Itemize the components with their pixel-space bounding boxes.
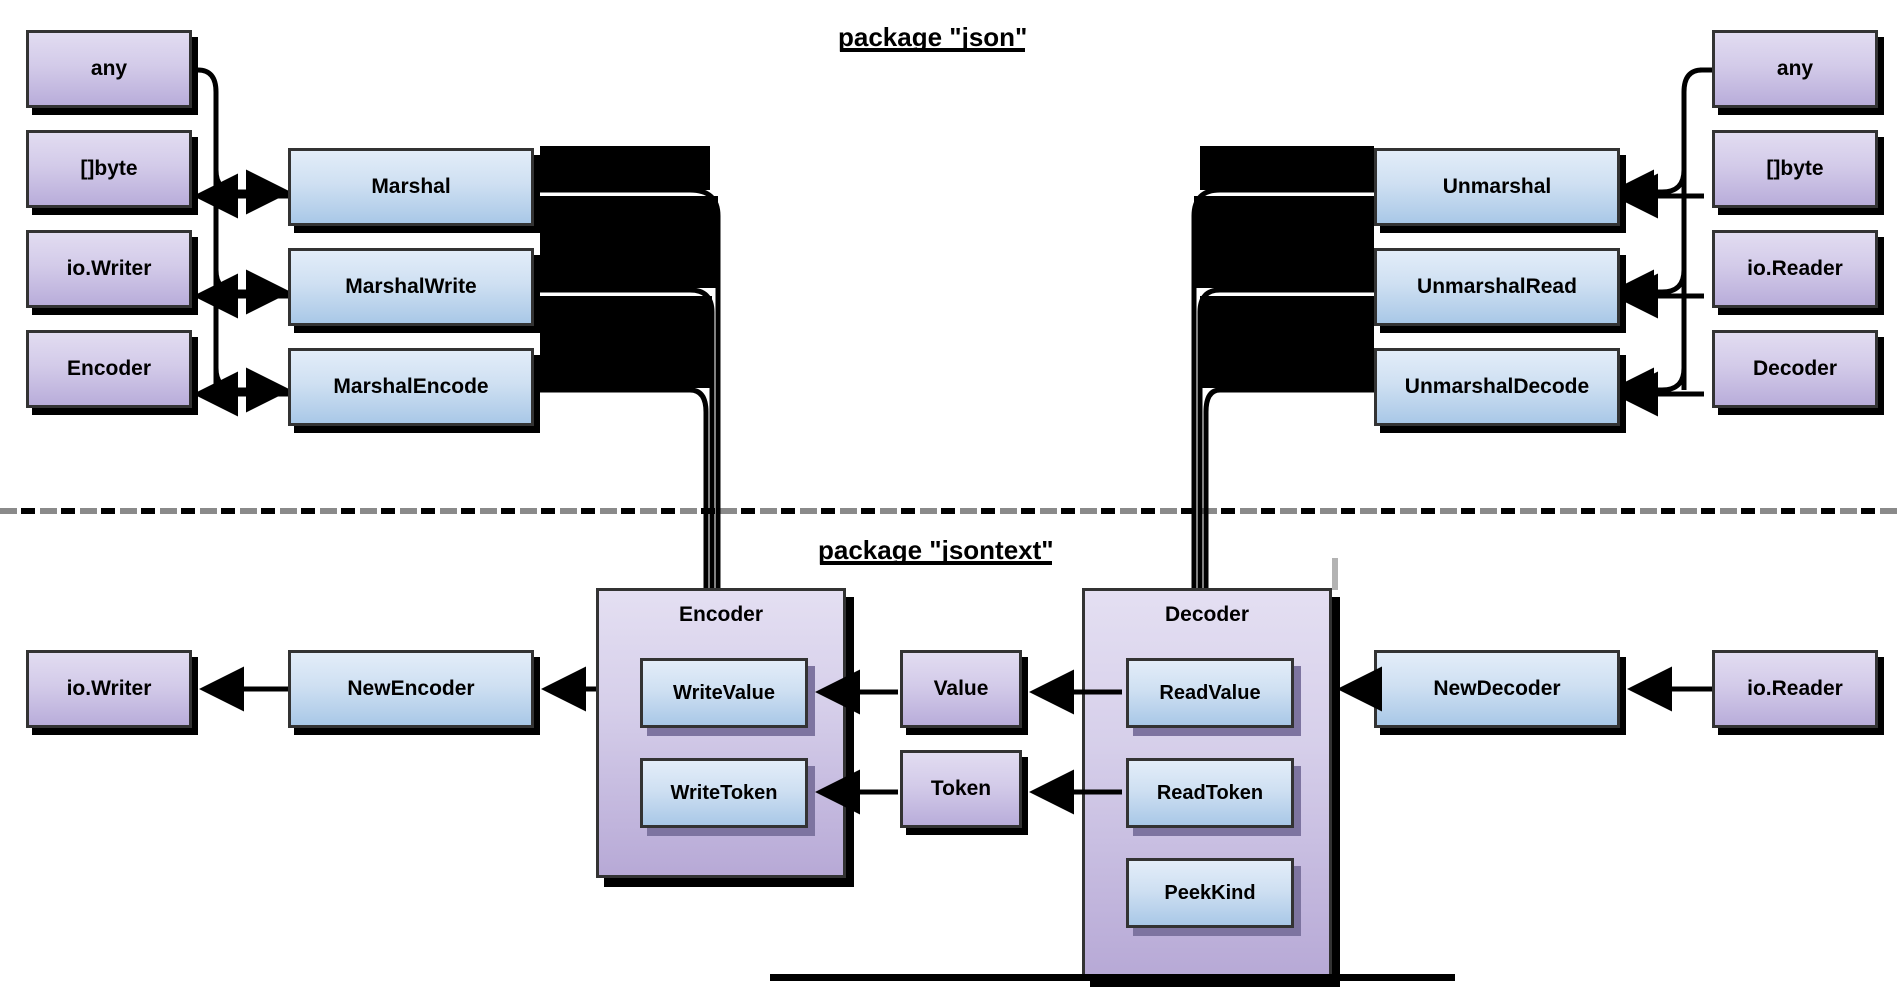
method-box-readvalue-label: ReadValue: [1159, 681, 1261, 704]
method-box-readtoken[interactable]: ReadToken: [1126, 758, 1294, 828]
type-box-token[interactable]: Token: [900, 750, 1022, 828]
type-box-bytes-right-label: []byte: [1766, 157, 1824, 180]
type-box-any-right[interactable]: any: [1712, 30, 1878, 108]
bottom-rule: [770, 974, 1455, 981]
method-box-writevalue[interactable]: WriteValue: [640, 658, 808, 728]
method-box-readvalue[interactable]: ReadValue: [1126, 658, 1294, 728]
type-box-decoder-right-label: Decoder: [1752, 357, 1838, 380]
type-box-bytes-left[interactable]: []byte: [26, 130, 192, 208]
method-box-peekkind-label: PeekKind: [1164, 881, 1256, 904]
method-box-peekkind[interactable]: PeekKind: [1126, 858, 1294, 928]
function-box-unmarshaldecode-label: UnmarshalDecode: [1404, 375, 1590, 398]
function-box-unmarshal-label: Unmarshal: [1442, 175, 1552, 198]
package-jsontext-title-label: package "jsontext": [818, 535, 1054, 565]
type-box-value-label: Value: [933, 677, 989, 700]
function-box-newencoder-label: NewEncoder: [347, 677, 475, 700]
decoder-container-title: Decoder: [1164, 603, 1250, 626]
function-box-marshalwrite[interactable]: MarshalWrite: [288, 248, 534, 326]
edge-overlap-block-right-1: [1200, 146, 1374, 190]
function-box-marshalencode-label: MarshalEncode: [333, 375, 489, 398]
type-box-iowriter-left-label: io.Writer: [66, 257, 152, 280]
type-box-bytes-right[interactable]: []byte: [1712, 130, 1878, 208]
type-box-encoder-left-label: Encoder: [66, 357, 152, 380]
function-box-marshal[interactable]: Marshal: [288, 148, 534, 226]
type-box-iowriter-bottom-label: io.Writer: [66, 677, 152, 700]
type-box-value[interactable]: Value: [900, 650, 1022, 728]
edge-overlap-block-left-2: [540, 196, 718, 288]
function-box-unmarshaldecode[interactable]: UnmarshalDecode: [1374, 348, 1620, 426]
type-box-any-left-label: any: [90, 57, 128, 80]
function-box-unmarshalread[interactable]: UnmarshalRead: [1374, 248, 1620, 326]
decoder-top-stub: [1332, 558, 1338, 590]
type-box-decoder-right[interactable]: Decoder: [1712, 330, 1878, 408]
edge-overlap-block-right-2: [1194, 196, 1374, 288]
type-box-ioreader-right-label: io.Reader: [1747, 257, 1843, 280]
function-box-unmarshal[interactable]: Unmarshal: [1374, 148, 1620, 226]
method-box-writevalue-label: WriteValue: [673, 681, 775, 704]
function-box-newencoder[interactable]: NewEncoder: [288, 650, 534, 728]
function-box-newdecoder-label: NewDecoder: [1433, 677, 1561, 700]
type-box-bytes-left-label: []byte: [80, 157, 138, 180]
type-box-iowriter-bottom[interactable]: io.Writer: [26, 650, 192, 728]
package-json-title: package "json": [838, 22, 1027, 53]
type-box-ioreader-bottom-label: io.Reader: [1747, 677, 1843, 700]
function-box-unmarshalread-label: UnmarshalRead: [1417, 275, 1577, 298]
type-box-any-right-label: any: [1776, 57, 1814, 80]
function-box-marshalwrite-label: MarshalWrite: [345, 275, 477, 298]
function-box-marshal-label: Marshal: [371, 175, 451, 198]
title-strike-top: [840, 48, 1026, 52]
edge-overlap-block-left-1: [540, 146, 710, 190]
method-box-readtoken-label: ReadToken: [1156, 781, 1264, 804]
type-box-token-label: Token: [930, 777, 992, 800]
encoder-container-title: Encoder: [678, 603, 764, 626]
encoder-container[interactable]: Encoder: [596, 588, 846, 878]
method-box-writetoken[interactable]: WriteToken: [640, 758, 808, 828]
type-box-any-left[interactable]: any: [26, 30, 192, 108]
package-divider: [0, 508, 1900, 514]
function-box-marshalencode[interactable]: MarshalEncode: [288, 348, 534, 426]
type-box-ioreader-bottom[interactable]: io.Reader: [1712, 650, 1878, 728]
type-box-iowriter-left[interactable]: io.Writer: [26, 230, 192, 308]
edge-overlap-block-left-3: [540, 296, 712, 388]
type-box-encoder-left[interactable]: Encoder: [26, 330, 192, 408]
method-box-writetoken-label: WriteToken: [670, 781, 778, 804]
edge-overlap-block-right-3: [1200, 296, 1374, 388]
package-json-title-label: package "json": [838, 22, 1028, 52]
function-box-newdecoder[interactable]: NewDecoder: [1374, 650, 1620, 728]
type-box-ioreader-right[interactable]: io.Reader: [1712, 230, 1878, 308]
title-strike-bottom: [820, 561, 1052, 565]
package-jsontext-title: package "jsontext": [818, 535, 1054, 566]
